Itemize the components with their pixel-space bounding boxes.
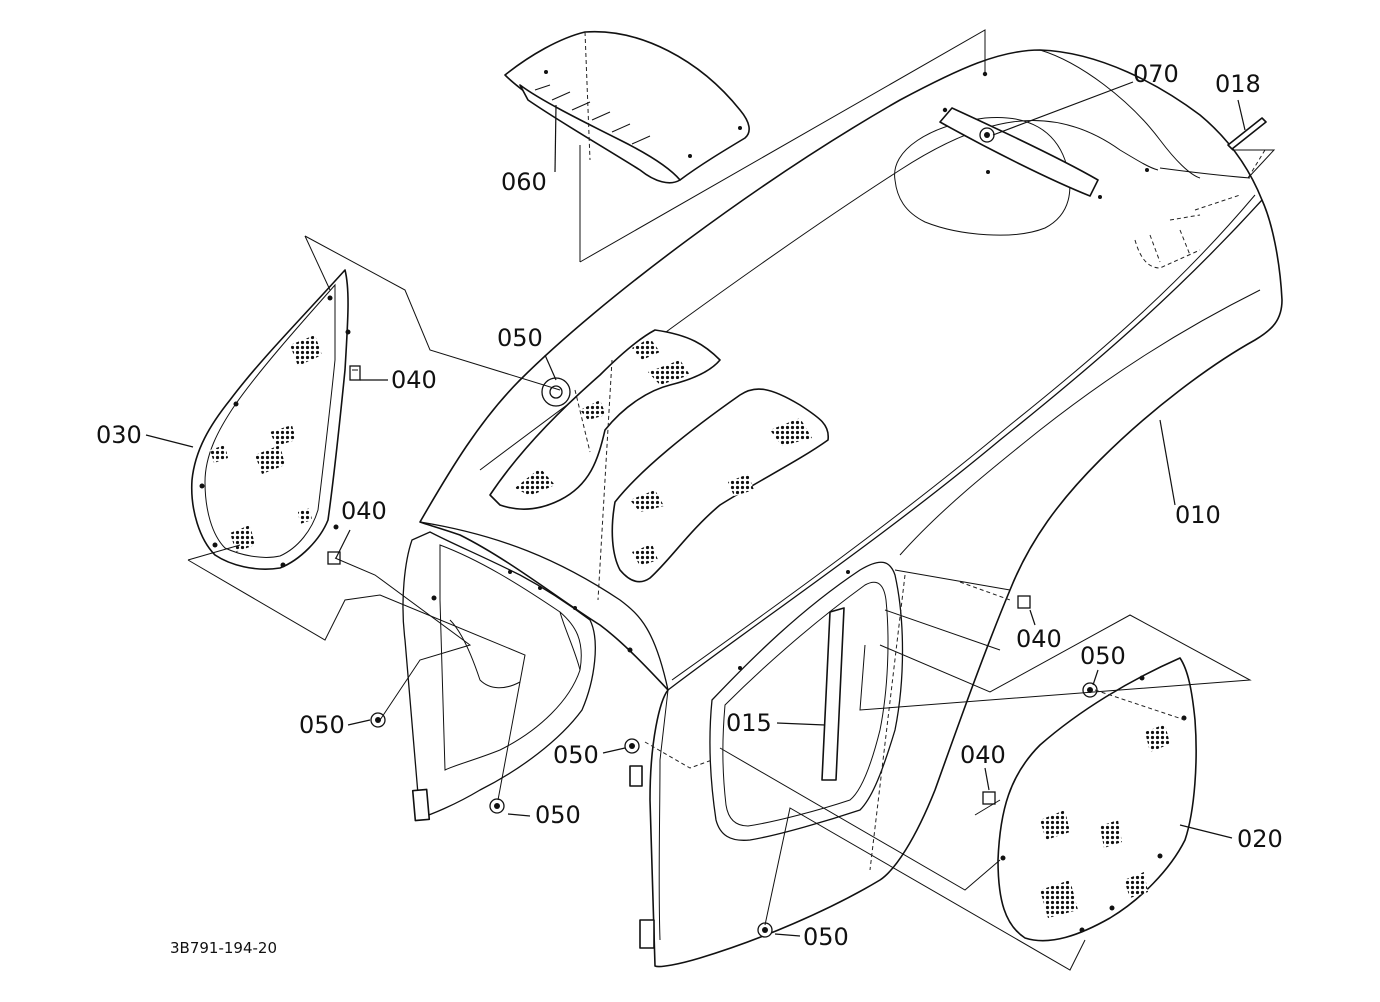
- callout-050-right-panel[interactable]: 050: [1080, 642, 1126, 670]
- seal-strip-018: [1227, 117, 1267, 150]
- bolt-040-right-lower: [982, 791, 996, 805]
- callout-050-left-front[interactable]: 050: [299, 711, 345, 739]
- callout-030[interactable]: 030: [96, 421, 142, 449]
- callout-050-front-right[interactable]: 050: [553, 741, 599, 769]
- bolt-040-right-upper: [1017, 595, 1031, 609]
- fasteners: [327, 127, 1098, 938]
- side-panel-030: [190, 269, 351, 570]
- callout-leaders: [145, 81, 1246, 937]
- nut-050-top: [541, 377, 571, 407]
- callout-050-top[interactable]: 050: [497, 324, 543, 352]
- bolt-040-upper-left: [349, 365, 361, 381]
- assembly-lines: [187, 29, 1276, 971]
- side-panel-020: [997, 657, 1197, 942]
- nut-050-bottom: [757, 922, 773, 938]
- callout-018[interactable]: 018: [1215, 70, 1261, 98]
- callout-050-bottom[interactable]: 050: [803, 923, 849, 951]
- callout-040-right-lower[interactable]: 040: [960, 741, 1006, 769]
- drawing-code: 3B791-194-20: [170, 939, 277, 957]
- callout-050-front-bottom[interactable]: 050: [535, 801, 581, 829]
- callout-060[interactable]: 060: [501, 168, 547, 196]
- nut-050-front-bottom: [489, 798, 505, 814]
- callout-070[interactable]: 070: [1133, 60, 1179, 88]
- hood-010: [402, 49, 1283, 968]
- callout-labels: 070 018 060 050 040 030 010 040 040 050 …: [96, 60, 1283, 951]
- nut-050-right-panel: [1082, 682, 1098, 698]
- callout-040-right-upper[interactable]: 040: [1016, 625, 1062, 653]
- nut-050-front-right: [624, 738, 640, 754]
- seal-strip-015: [821, 607, 845, 781]
- callout-040-lower-left[interactable]: 040: [341, 497, 387, 525]
- air-scoop-060: [504, 30, 750, 184]
- callout-015[interactable]: 015: [726, 709, 772, 737]
- callout-010[interactable]: 010: [1175, 501, 1221, 529]
- nut-050-left-front: [370, 712, 386, 728]
- callout-020[interactable]: 020: [1237, 825, 1283, 853]
- nut-070: [979, 127, 995, 143]
- callout-040-upper-left[interactable]: 040: [391, 366, 437, 394]
